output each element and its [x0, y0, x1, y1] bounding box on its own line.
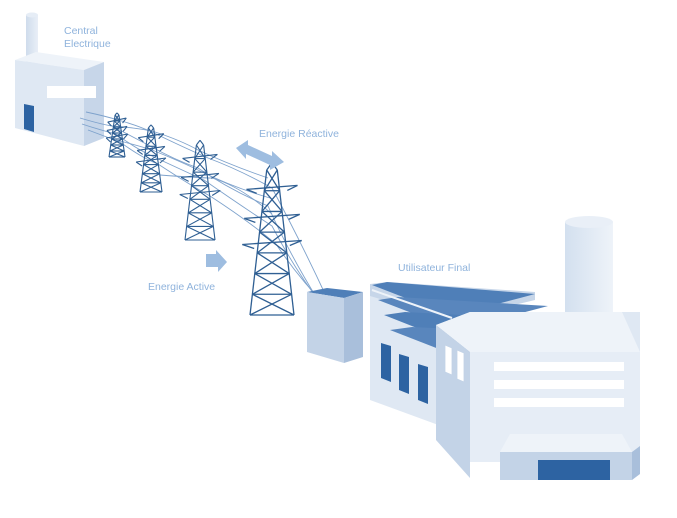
transmission-tower-icon: [242, 162, 302, 316]
power-plant-icon: [15, 12, 104, 146]
reactive-energy-arrow: [236, 140, 284, 170]
end-user-label: Utilisateur Final: [398, 262, 471, 274]
transmission-tower-icon: [105, 112, 129, 158]
power-plant-label-line1: Central: [64, 25, 98, 37]
reactive-energy-label: Energie Réactive: [259, 128, 339, 140]
active-energy-arrow: [206, 250, 227, 272]
transmission-tower-icon: [135, 124, 167, 193]
factory-icon: [307, 216, 640, 480]
pylons: [105, 112, 302, 316]
power-plant-label: Central Electrique: [64, 25, 111, 51]
active-energy-label: Energie Active: [148, 281, 216, 293]
transmission-tower-icon: [179, 139, 221, 241]
power-plant-label-line2: Electrique: [64, 38, 111, 50]
